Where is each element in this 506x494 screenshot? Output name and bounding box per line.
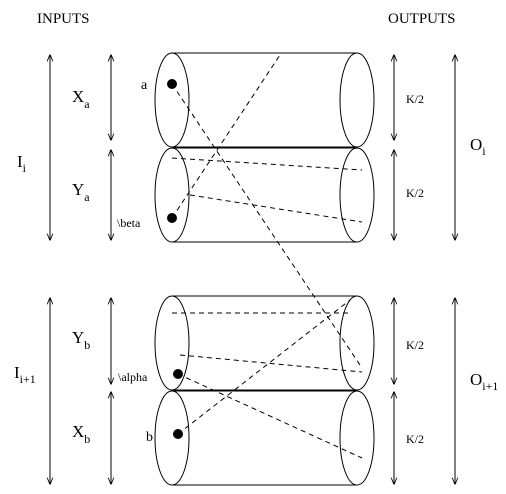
label-i-i1: Ii+1: [14, 363, 36, 386]
point-beta-dot: [167, 213, 177, 223]
point-alpha-label: \alpha: [118, 370, 148, 384]
label-k-half-2: K/2: [406, 186, 424, 200]
label-o-i1: Oi+1: [470, 370, 498, 393]
connection-lines: [171, 54, 363, 459]
label-k-half-1: K/2: [406, 92, 424, 106]
outputs-header: OUTPUTS: [388, 11, 456, 27]
label-x-b: Xb: [72, 422, 90, 446]
label-k-half-4: K/2: [406, 432, 424, 446]
point-b-dot: [173, 429, 183, 439]
label-o-i: Oi: [470, 135, 486, 158]
point-a-dot: [167, 79, 177, 89]
point-alpha-dot: [173, 369, 183, 379]
point-a-label: a: [141, 78, 148, 93]
label-i-i: Ii: [17, 152, 27, 175]
point-b-label: b: [146, 430, 153, 445]
label-y-b: Yb: [72, 328, 90, 352]
inputs-header: INPUTS: [37, 11, 90, 27]
cylinder-y-b: [154, 295, 375, 391]
point-beta-label: \beta: [117, 216, 141, 230]
label-k-half-3: K/2: [406, 338, 424, 352]
label-x-a: Xa: [72, 87, 90, 111]
label-y-a: Ya: [72, 180, 90, 204]
cylinder-y-a: [154, 147, 375, 243]
cylinder-x-a: [154, 52, 375, 148]
cylinder-x-b: [154, 390, 375, 486]
